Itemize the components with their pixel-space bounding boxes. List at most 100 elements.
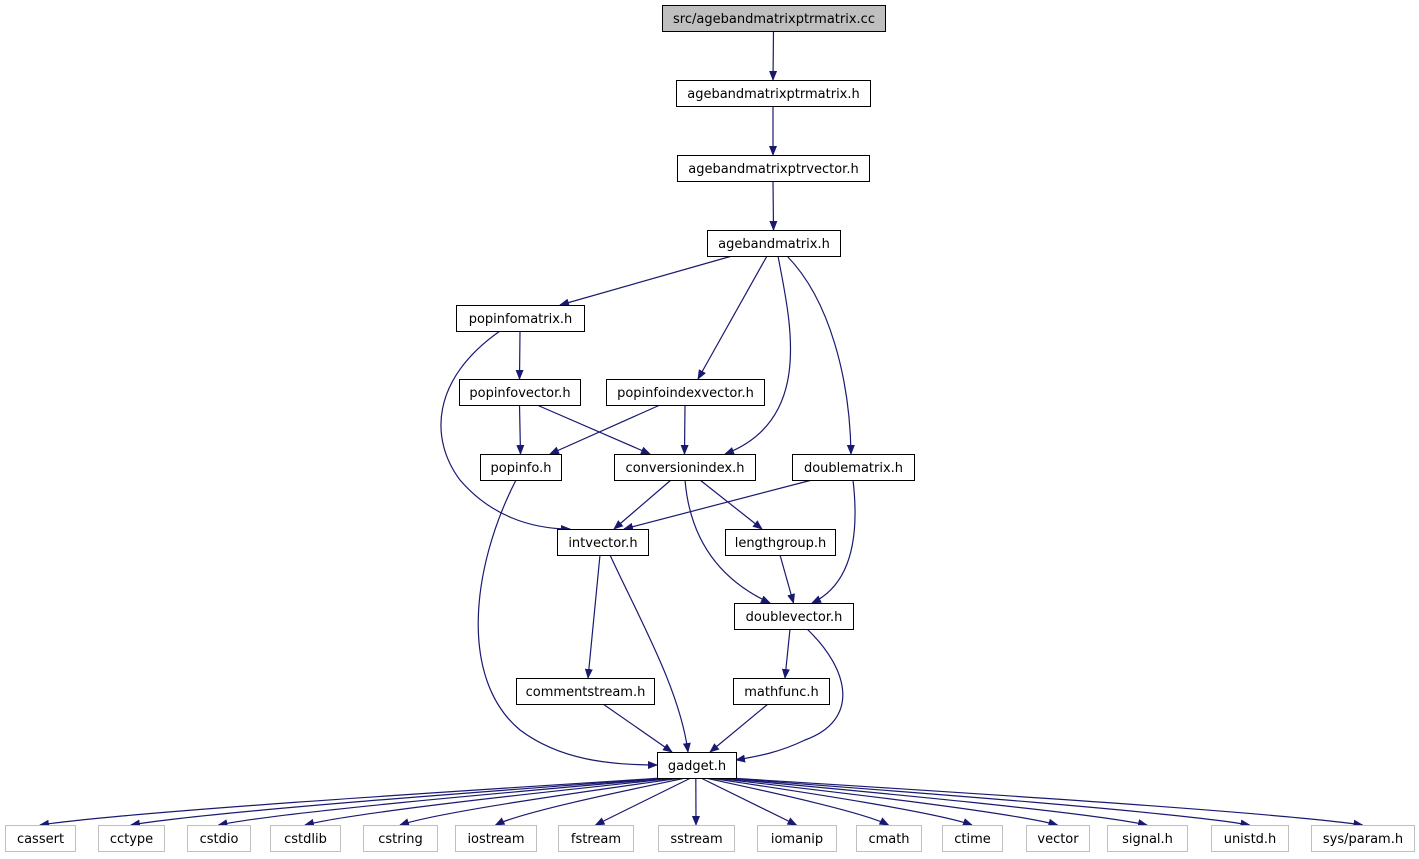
- node-cstring: cstring: [363, 825, 438, 852]
- node-label: popinfovector.h: [469, 386, 570, 401]
- node-label: ctime: [954, 832, 991, 847]
- node-label: commentstream.h: [526, 685, 646, 700]
- edge-path: [494, 777, 686, 826]
- node-box: [856, 825, 922, 852]
- edge-path: [584, 554, 601, 679]
- node-mathfunc-h[interactable]: mathfunc.h: [733, 678, 830, 705]
- edge-gadget_h-to-cassert: [39, 777, 663, 828]
- node-commentstream-h[interactable]: commentstream.h: [516, 678, 655, 705]
- edge-gadget_h-to-vector: [713, 777, 1059, 827]
- node-label: popinfo.h: [491, 461, 552, 476]
- node-ctime: ctime: [942, 825, 1003, 852]
- node-popinfoindexvector-h[interactable]: popinfoindexvector.h: [606, 379, 765, 406]
- node-popinfovector-h[interactable]: popinfovector.h: [459, 379, 581, 406]
- edge-path: [709, 703, 769, 753]
- edge-path: [623, 479, 813, 531]
- node-box: [676, 80, 871, 107]
- node-sys-param-h: sys/param.h: [1311, 825, 1415, 852]
- edge-conversionindex_h-to-doublevector_h: [684, 479, 771, 604]
- edge-gadget_h-to-fstream: [594, 777, 692, 826]
- node-root[interactable]: src/agebandmatrixptrmatrix.cc: [662, 5, 886, 32]
- node-box: [658, 825, 735, 852]
- node-conversionindex-h[interactable]: conversionindex.h: [614, 454, 756, 481]
- node-label: conversionindex.h: [626, 461, 745, 476]
- edge-path: [713, 777, 1059, 827]
- edge-path: [811, 479, 856, 604]
- edge-gadget_h-to-unistd_h: [723, 777, 1251, 828]
- edge-path: [549, 404, 661, 455]
- edge-path: [724, 255, 792, 455]
- node-doublematrix-h[interactable]: doublematrix.h: [792, 454, 915, 481]
- node-box: [792, 454, 915, 481]
- node-box: [270, 825, 341, 852]
- node-box: [1107, 825, 1188, 852]
- node-label: gadget.h: [668, 759, 726, 774]
- node-agebandmatrixptrmatrix-h[interactable]: agebandmatrixptrmatrix.h: [676, 80, 871, 107]
- node-box: [558, 825, 634, 852]
- node-doublevector-h[interactable]: doublevector.h: [734, 603, 854, 630]
- edge-gadget_h-to-cstdio: [217, 777, 672, 828]
- edges-layer: [39, 30, 1364, 828]
- node-label: vector: [1037, 832, 1079, 847]
- node-label: cstdlib: [284, 832, 327, 847]
- edge-intvector_h-to-commentstream_h: [584, 554, 601, 679]
- node-label: doublematrix.h: [804, 461, 903, 476]
- node-label: cctype: [110, 832, 153, 847]
- node-box: [557, 529, 649, 556]
- edge-popinfovector_h-to-conversionindex_h: [536, 404, 651, 455]
- node-label: signal.h: [1122, 832, 1173, 847]
- node-cmath: cmath: [856, 825, 922, 852]
- node-box: [459, 379, 581, 406]
- edge-root-to-agebandmatrixptrmatrix_h: [769, 30, 778, 81]
- node-box: [733, 678, 830, 705]
- node-label: sys/param.h: [1323, 832, 1403, 847]
- node-label: intvector.h: [568, 536, 637, 551]
- node-iostream: iostream: [455, 825, 537, 852]
- edge-gadget_h-to-sys_param_h: [729, 777, 1364, 828]
- node-box: [942, 825, 1003, 852]
- node-box: [5, 825, 76, 852]
- edge-conversionindex_h-to-intvector_h: [613, 479, 672, 530]
- edge-path: [609, 554, 691, 753]
- edge-path: [516, 404, 525, 455]
- node-label: src/agebandmatrixptrmatrix.cc: [673, 12, 875, 27]
- node-box: [657, 752, 737, 779]
- node-agebandmatrixptrvector-h[interactable]: agebandmatrixptrvector.h: [677, 155, 870, 182]
- edge-doublematrix_h-to-intvector_h: [623, 479, 813, 531]
- node-lengthgroup-h[interactable]: lengthgroup.h: [725, 529, 836, 556]
- edge-agebandmatrix_h-to-conversionindex_h: [724, 255, 792, 455]
- edge-popinfomatrix_h-to-intvector_h: [440, 330, 571, 533]
- node-label: unistd.h: [1224, 832, 1277, 847]
- node-gadget-h[interactable]: gadget.h: [657, 752, 737, 779]
- edge-commentstream_h-to-gadget_h: [602, 703, 673, 753]
- edge-agebandmatrix_h-to-doublematrix_h: [786, 255, 855, 455]
- node-label: doublevector.h: [746, 610, 843, 625]
- edge-agebandmatrixptrvector_h-to-agebandmatrix_h: [769, 180, 778, 231]
- edge-popinfovector_h-to-popinfo_h: [516, 404, 525, 455]
- node-label: fstream: [571, 832, 621, 847]
- nodes-layer: src/agebandmatrixptrmatrix.cc agebandmatr…: [5, 5, 1415, 852]
- node-box: [757, 825, 837, 852]
- edge-gadget_h-to-ctime: [709, 777, 973, 826]
- edge-path: [769, 180, 778, 231]
- edge-gadget_h-to-cctype: [130, 777, 668, 828]
- node-agebandmatrix-h[interactable]: agebandmatrix.h: [707, 230, 841, 257]
- edge-popinfoindexvector_h-to-conversionindex_h: [680, 404, 689, 455]
- node-label: popinfomatrix.h: [469, 312, 573, 327]
- edge-path: [705, 777, 890, 826]
- edge-doublevector_h-to-gadget_h: [735, 628, 844, 763]
- edge-path: [723, 777, 1251, 828]
- node-label: agebandmatrixptrvector.h: [688, 162, 858, 177]
- node-popinfo-h[interactable]: popinfo.h: [480, 454, 562, 481]
- edge-path: [781, 628, 791, 679]
- edge-path: [718, 777, 1148, 827]
- node-label: agebandmatrixptrmatrix.h: [687, 87, 860, 102]
- node-popinfomatrix-h[interactable]: popinfomatrix.h: [456, 305, 585, 332]
- node-signal-h: signal.h: [1107, 825, 1188, 852]
- node-intvector-h[interactable]: intvector.h: [557, 529, 649, 556]
- node-label: cstring: [378, 832, 422, 847]
- edge-path: [217, 777, 672, 828]
- edge-path: [729, 777, 1364, 828]
- edge-path: [536, 404, 651, 455]
- edge-path: [697, 255, 768, 380]
